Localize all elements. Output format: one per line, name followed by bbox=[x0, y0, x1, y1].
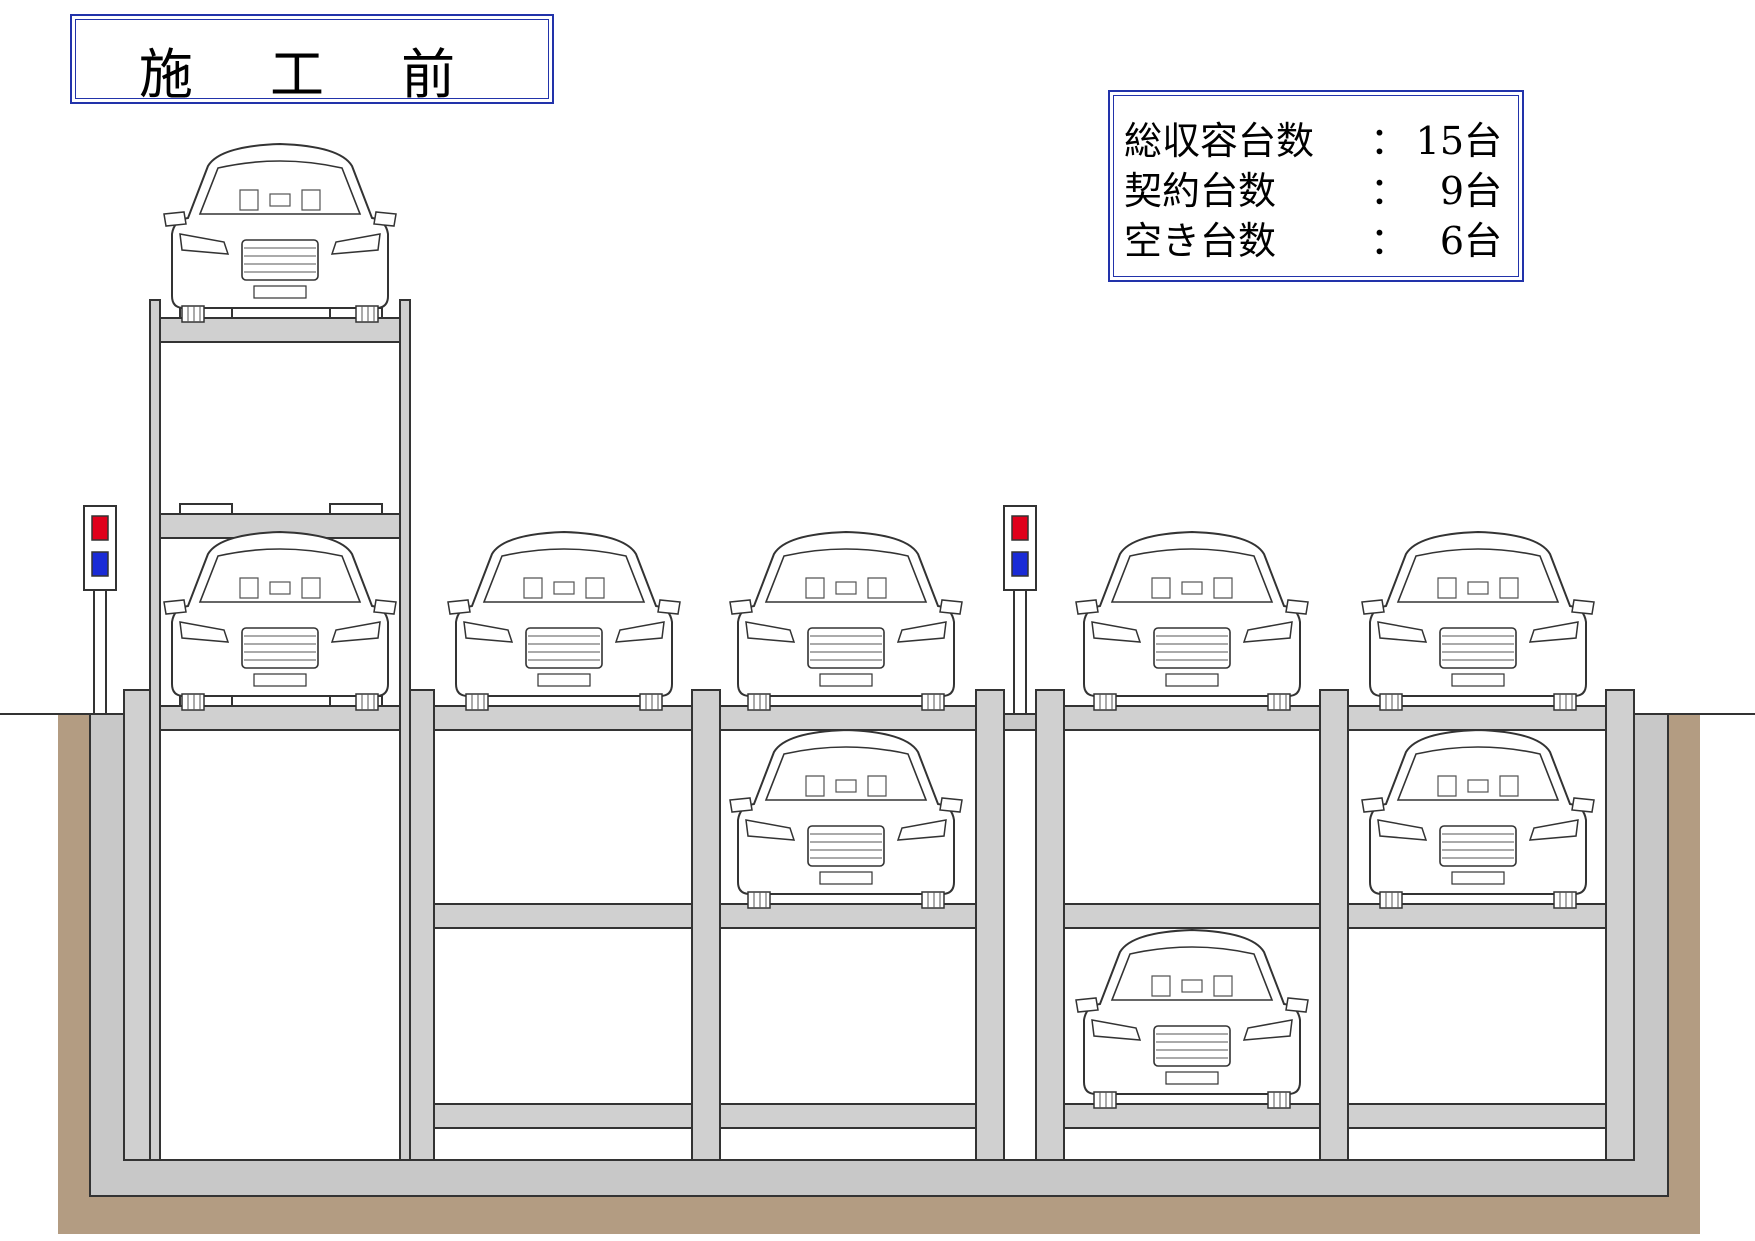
summary-value: 9台 bbox=[1439, 169, 1502, 213]
summary-row: 空き台数 ： 6台 bbox=[1124, 210, 1502, 263]
title-box: 施 工 前 bbox=[70, 14, 554, 106]
summary-separator: ： bbox=[1370, 169, 1409, 213]
car-icon bbox=[1361, 531, 1595, 711]
pit-column bbox=[1605, 689, 1635, 1161]
unit-1 bbox=[159, 307, 401, 731]
signal-blue-light bbox=[1011, 551, 1029, 577]
summary-value: 15台 bbox=[1415, 119, 1502, 163]
signal-blue-light bbox=[91, 551, 109, 577]
car-icon bbox=[1075, 531, 1309, 711]
signal-red-light bbox=[91, 515, 109, 541]
signal-right bbox=[1003, 505, 1037, 715]
car-icon bbox=[729, 531, 963, 711]
pit-column bbox=[123, 689, 153, 1161]
signal-red-light bbox=[1011, 515, 1029, 541]
summary-separator: ： bbox=[1370, 119, 1409, 163]
summary-label: 空き台数 bbox=[1124, 219, 1277, 263]
pit-column bbox=[975, 689, 1005, 1161]
unit-4 bbox=[1063, 705, 1321, 1129]
signal-left bbox=[83, 505, 117, 715]
pit-column bbox=[1035, 689, 1065, 1161]
car-icon bbox=[163, 531, 397, 711]
unit-3 bbox=[719, 705, 977, 1129]
unit-2 bbox=[433, 705, 693, 1129]
car-icon bbox=[163, 143, 397, 323]
pit-column bbox=[691, 689, 721, 1161]
unit-5 bbox=[1347, 705, 1607, 1129]
summary-label: 契約台数 bbox=[1124, 169, 1277, 213]
tower-post-left bbox=[149, 299, 161, 1161]
car-icon bbox=[447, 531, 681, 711]
summary-row: 契約台数 ： 9台 bbox=[1124, 160, 1502, 213]
tower-post-right bbox=[399, 299, 411, 1161]
summary-label: 総収容台数 bbox=[1124, 119, 1315, 163]
summary-separator: ： bbox=[1370, 219, 1409, 263]
page-title: 施 工 前 bbox=[138, 43, 486, 106]
summary-row: 総収容台数 ： 15台 bbox=[1124, 110, 1502, 163]
capacity-summary: 総収容台数 ： 15台 契約台数 ： 9台 空き台数 ： 6台 bbox=[1108, 90, 1524, 282]
summary-value: 6台 bbox=[1439, 219, 1502, 263]
pit-column bbox=[1319, 689, 1349, 1161]
